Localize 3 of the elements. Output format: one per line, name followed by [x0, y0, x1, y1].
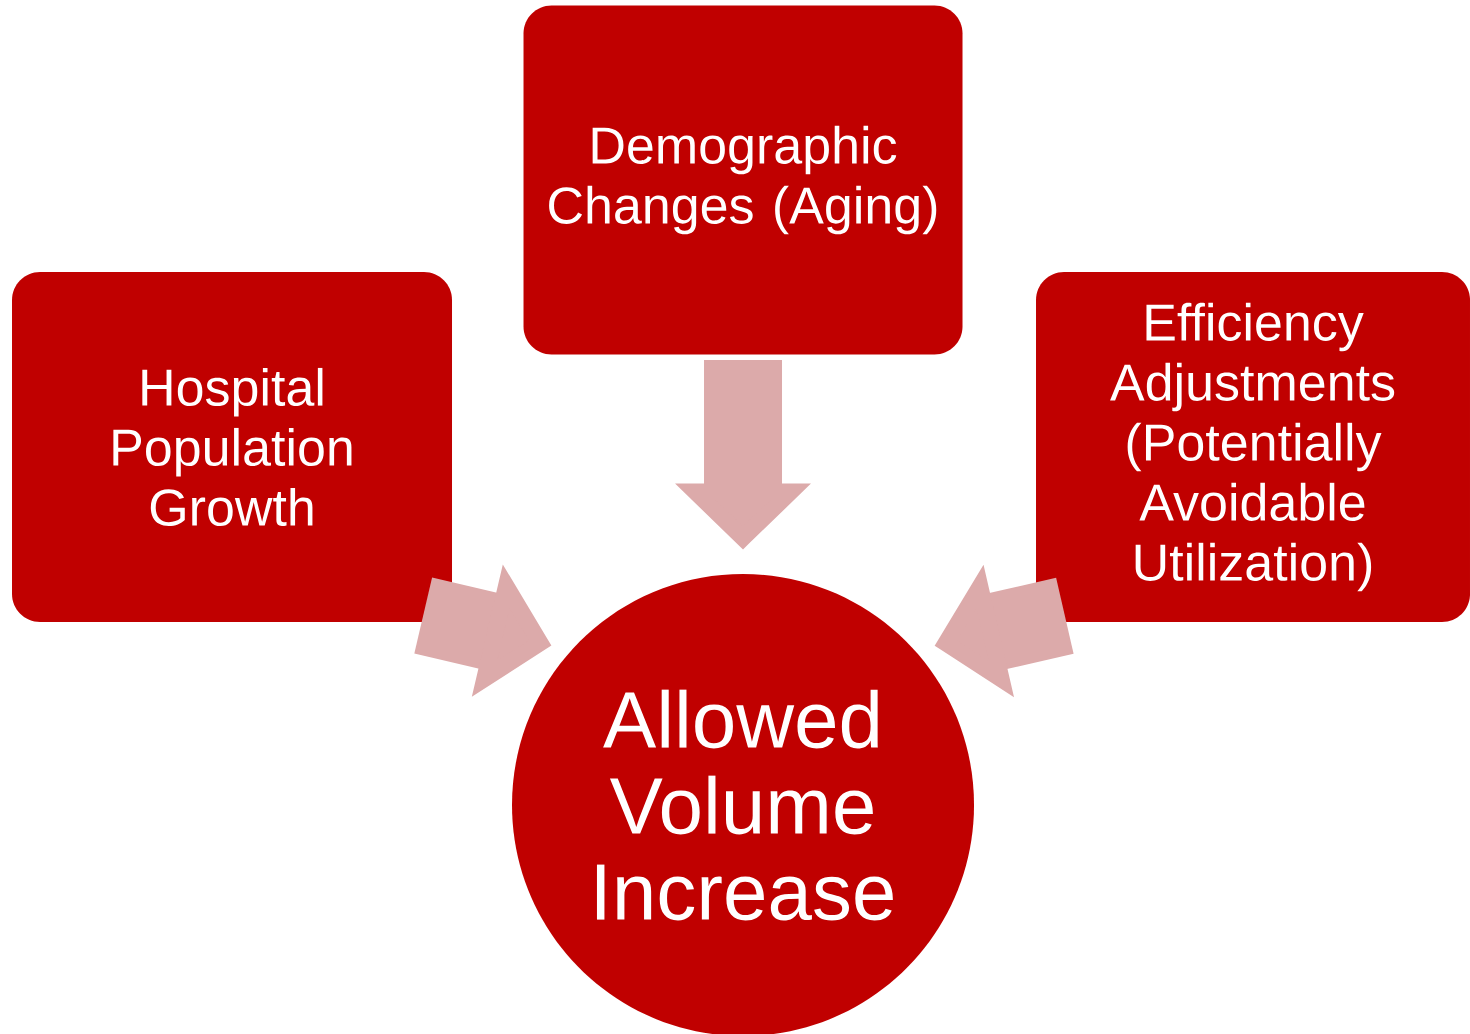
rounded-box: Hospital Population Growth: [12, 272, 452, 622]
rounded-box: Demographic Changes (Aging): [523, 5, 963, 355]
rounded-box: Efficiency Adjustments (Potentially Avoidable Utilization): [1036, 272, 1470, 622]
